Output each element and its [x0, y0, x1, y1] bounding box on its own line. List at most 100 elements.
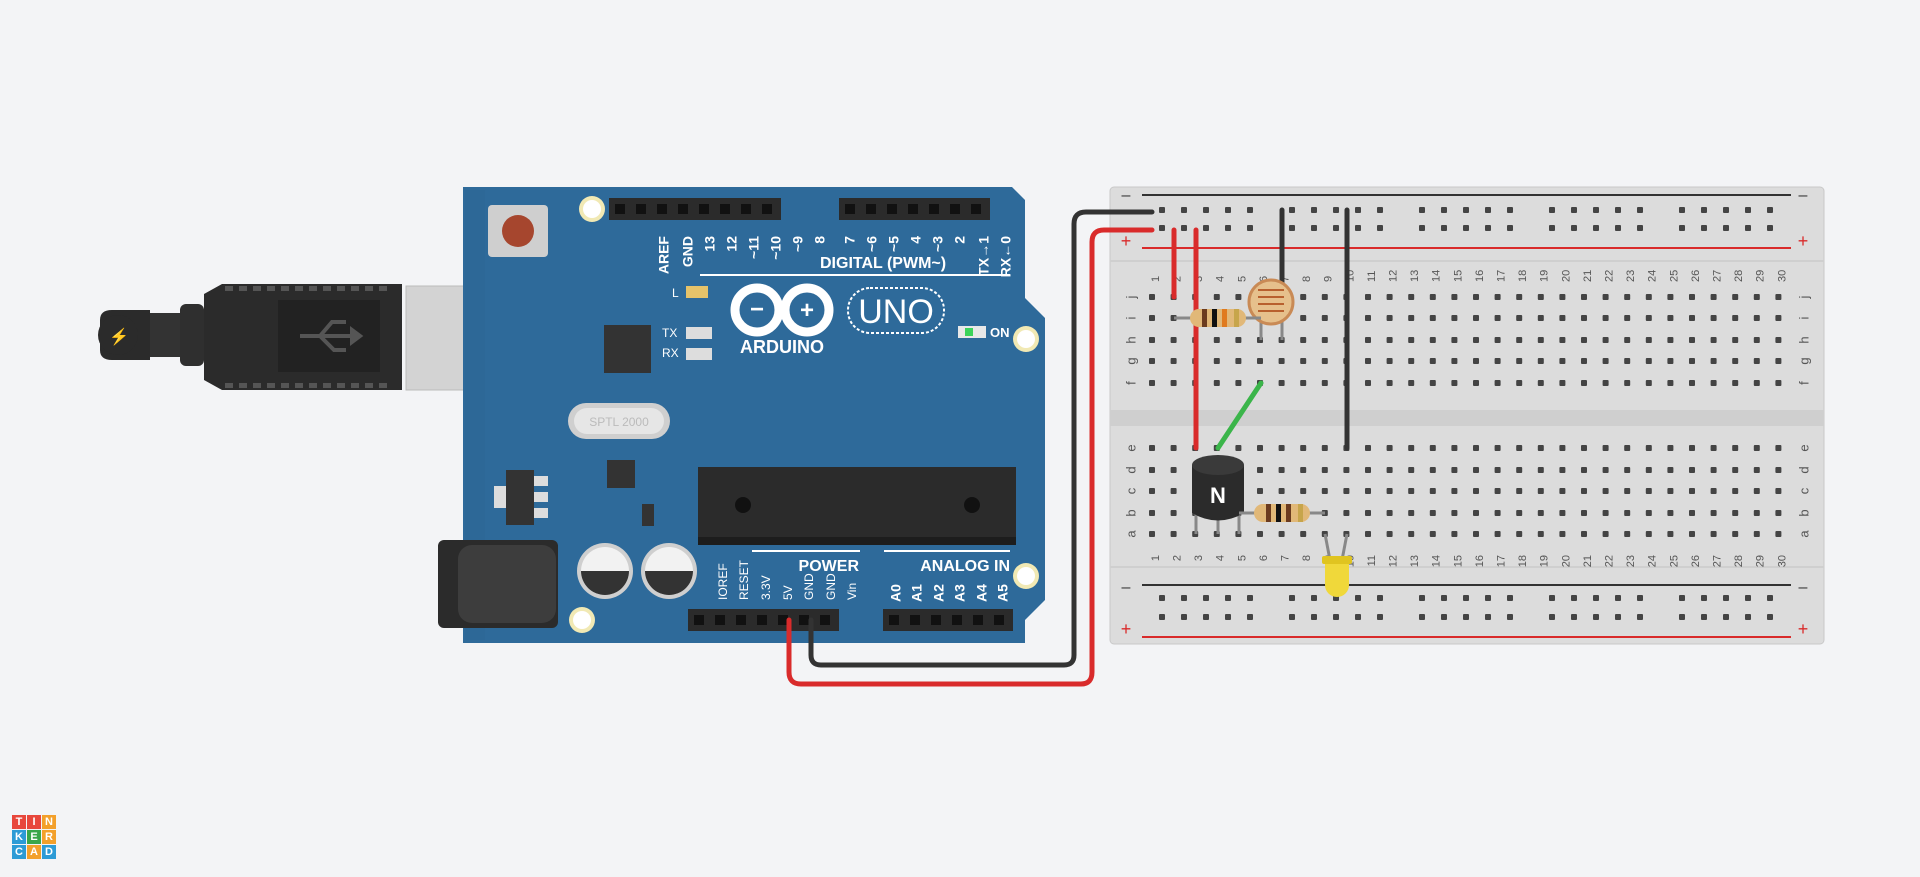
breadboard-hole[interactable]: [1365, 445, 1371, 451]
breadboard-hole[interactable]: [1300, 531, 1307, 537]
breadboard-hole[interactable]: [1745, 595, 1751, 601]
breadboard-hole[interactable]: [1149, 531, 1155, 537]
breadboard-hole[interactable]: [1408, 531, 1415, 537]
breadboard-hole[interactable]: [1507, 207, 1513, 213]
breadboard-hole[interactable]: [1311, 225, 1317, 231]
digital-header-low[interactable]: [839, 198, 990, 220]
breadboard-hole[interactable]: [1753, 488, 1760, 494]
breadboard-hole[interactable]: [1170, 337, 1177, 343]
breadboard-hole[interactable]: [1775, 445, 1782, 451]
breadboard-hole[interactable]: [1451, 488, 1458, 494]
breadboard-hole[interactable]: [1485, 595, 1491, 601]
breadboard-hole[interactable]: [1549, 207, 1555, 213]
breadboard-hole[interactable]: [1386, 294, 1393, 300]
breadboard-hole[interactable]: [1225, 207, 1231, 213]
breadboard-hole[interactable]: [1149, 467, 1155, 473]
breadboard-hole[interactable]: [1753, 510, 1760, 516]
breadboard-hole[interactable]: [1247, 225, 1253, 231]
breadboard-hole[interactable]: [1441, 225, 1447, 231]
header-pin[interactable]: [615, 204, 625, 214]
breadboard-hole[interactable]: [1463, 207, 1469, 213]
breadboard-hole[interactable]: [1602, 467, 1609, 473]
wires[interactable]: [786, 207, 1350, 687]
breadboard-hole[interactable]: [1710, 531, 1717, 537]
breadboard-hole[interactable]: [1602, 358, 1609, 364]
breadboard-hole[interactable]: [1645, 510, 1652, 516]
breadboard-hole[interactable]: [1559, 358, 1566, 364]
breadboard-hole[interactable]: [1559, 294, 1566, 300]
breadboard-hole[interactable]: [1667, 380, 1674, 386]
breadboard-hole[interactable]: [1581, 510, 1587, 516]
breadboard-hole[interactable]: [1300, 358, 1307, 364]
breadboard-hole[interactable]: [1732, 445, 1739, 451]
breadboard-hole[interactable]: [1767, 225, 1773, 231]
breadboard-hole[interactable]: [1170, 488, 1177, 494]
breadboard-hole[interactable]: [1419, 225, 1425, 231]
breadboard-hole[interactable]: [1365, 380, 1371, 386]
breadboard-hole[interactable]: [1624, 445, 1631, 451]
breadboard-hole[interactable]: [1645, 380, 1652, 386]
breadboard-hole[interactable]: [1637, 595, 1643, 601]
breadboard-hole[interactable]: [1689, 467, 1695, 473]
breadboard-hole[interactable]: [1235, 358, 1242, 364]
breadboard-hole[interactable]: [1615, 614, 1621, 620]
breadboard-hole[interactable]: [1753, 531, 1760, 537]
breadboard-hole[interactable]: [1377, 614, 1383, 620]
breadboard-hole[interactable]: [1485, 207, 1491, 213]
breadboard-hole[interactable]: [1149, 294, 1155, 300]
breadboard-hole[interactable]: [1300, 467, 1307, 473]
breadboard-hole[interactable]: [1408, 467, 1415, 473]
header-pin[interactable]: [720, 204, 730, 214]
header-pin[interactable]: [699, 204, 709, 214]
breadboard-hole[interactable]: [1775, 294, 1782, 300]
breadboard-hole[interactable]: [1408, 488, 1415, 494]
breadboard-hole[interactable]: [1451, 358, 1458, 364]
breadboard-hole[interactable]: [1602, 531, 1609, 537]
breadboard-hole[interactable]: [1494, 315, 1501, 321]
breadboard-hole[interactable]: [1581, 358, 1587, 364]
breadboard-hole[interactable]: [1300, 337, 1307, 343]
breadboard-hole[interactable]: [1571, 225, 1577, 231]
breadboard-hole[interactable]: [1289, 614, 1295, 620]
breadboard-hole[interactable]: [1602, 380, 1609, 386]
breadboard-hole[interactable]: [1473, 358, 1479, 364]
breadboard-hole[interactable]: [1170, 445, 1177, 451]
breadboard-hole[interactable]: [1203, 225, 1209, 231]
breadboard-hole[interactable]: [1473, 467, 1479, 473]
header-pin[interactable]: [889, 615, 899, 625]
breadboard-hole[interactable]: [1311, 207, 1317, 213]
breadboard-hole[interactable]: [1667, 488, 1674, 494]
breadboard-hole[interactable]: [1451, 445, 1458, 451]
breadboard-hole[interactable]: [1343, 467, 1350, 473]
breadboard-hole[interactable]: [1159, 207, 1165, 213]
breadboard-hole[interactable]: [1581, 315, 1587, 321]
breadboard-hole[interactable]: [1732, 510, 1739, 516]
breadboard-hole[interactable]: [1408, 315, 1415, 321]
breadboard-hole[interactable]: [1602, 294, 1609, 300]
breadboard-hole[interactable]: [1451, 510, 1458, 516]
breadboard-hole[interactable]: [1355, 225, 1361, 231]
breadboard-hole[interactable]: [1602, 488, 1609, 494]
breadboard-hole[interactable]: [1624, 467, 1631, 473]
breadboard-hole[interactable]: [1537, 488, 1544, 494]
breadboard-hole[interactable]: [1732, 315, 1739, 321]
breadboard-hole[interactable]: [1377, 225, 1383, 231]
breadboard-hole[interactable]: [1559, 315, 1566, 321]
header-pin[interactable]: [636, 204, 646, 214]
breadboard-hole[interactable]: [1667, 358, 1674, 364]
breadboard-hole[interactable]: [1775, 358, 1782, 364]
breadboard-hole[interactable]: [1571, 595, 1577, 601]
analog-header[interactable]: [883, 609, 1013, 631]
breadboard-hole[interactable]: [1667, 337, 1674, 343]
header-pin[interactable]: [778, 615, 788, 625]
breadboard-hole[interactable]: [1559, 445, 1566, 451]
breadboard-hole[interactable]: [1516, 467, 1523, 473]
breadboard-hole[interactable]: [1429, 510, 1436, 516]
breadboard-hole[interactable]: [1723, 595, 1729, 601]
breadboard-hole[interactable]: [1637, 207, 1643, 213]
breadboard-hole[interactable]: [1549, 225, 1555, 231]
breadboard-hole[interactable]: [1203, 207, 1209, 213]
breadboard-hole[interactable]: [1343, 488, 1350, 494]
breadboard-hole[interactable]: [1235, 294, 1242, 300]
breadboard-hole[interactable]: [1624, 294, 1631, 300]
